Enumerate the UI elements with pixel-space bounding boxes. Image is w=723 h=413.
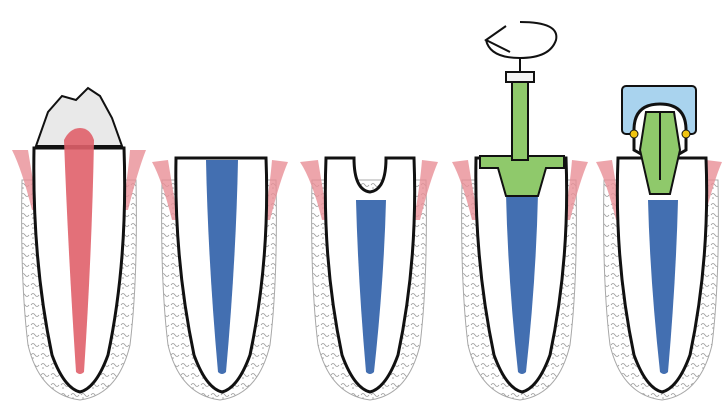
panel-2-crown-removed xyxy=(152,158,288,400)
ball-right-5 xyxy=(682,130,690,138)
post-ring-4 xyxy=(506,72,534,82)
panel-4-post-insertion xyxy=(452,22,588,400)
rotation-arrow-icon xyxy=(486,22,556,72)
ball-left-5 xyxy=(630,130,638,138)
panel-1-intact-tooth xyxy=(12,88,146,400)
post-shaft-4 xyxy=(512,80,528,160)
panel-3-post-space xyxy=(300,158,438,400)
panel-5-attachment-seated xyxy=(596,86,722,400)
